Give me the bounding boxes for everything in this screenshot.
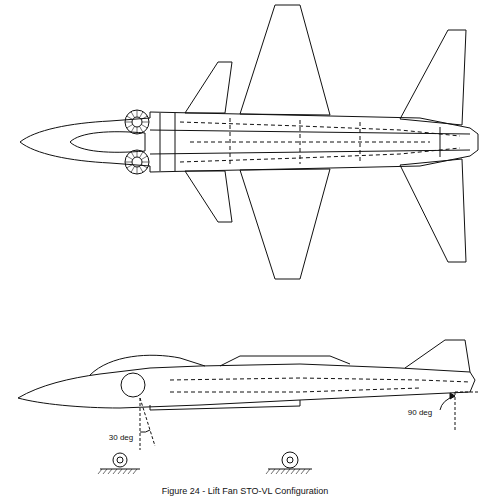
ground-hatch (98, 469, 310, 474)
angle-label: 30 deg (108, 434, 134, 443)
lift-fan-side (121, 373, 145, 397)
fuselage-side (18, 364, 475, 408)
angle-arc-90 (440, 396, 455, 410)
arrow-head (450, 393, 455, 399)
vertical-tail (405, 340, 470, 372)
canopy-top (70, 132, 145, 153)
landing-wheel (113, 452, 298, 468)
angle-lines-30 (140, 398, 155, 450)
angle-label: 90 deg (407, 409, 433, 418)
internal-ducts (180, 118, 460, 166)
frame-lines (150, 113, 470, 171)
canopy-side (90, 355, 205, 375)
intake-duct (170, 378, 470, 392)
angle-arc-30 (140, 430, 150, 432)
horizontal-tail (400, 30, 466, 262)
side-details (150, 356, 350, 410)
angle-lines-90 (455, 392, 478, 430)
lift-fan (125, 110, 149, 174)
figure-caption: Figure 24 - Lift Fan STO-VL Configuratio… (162, 487, 329, 497)
fuselage-top (20, 112, 478, 172)
